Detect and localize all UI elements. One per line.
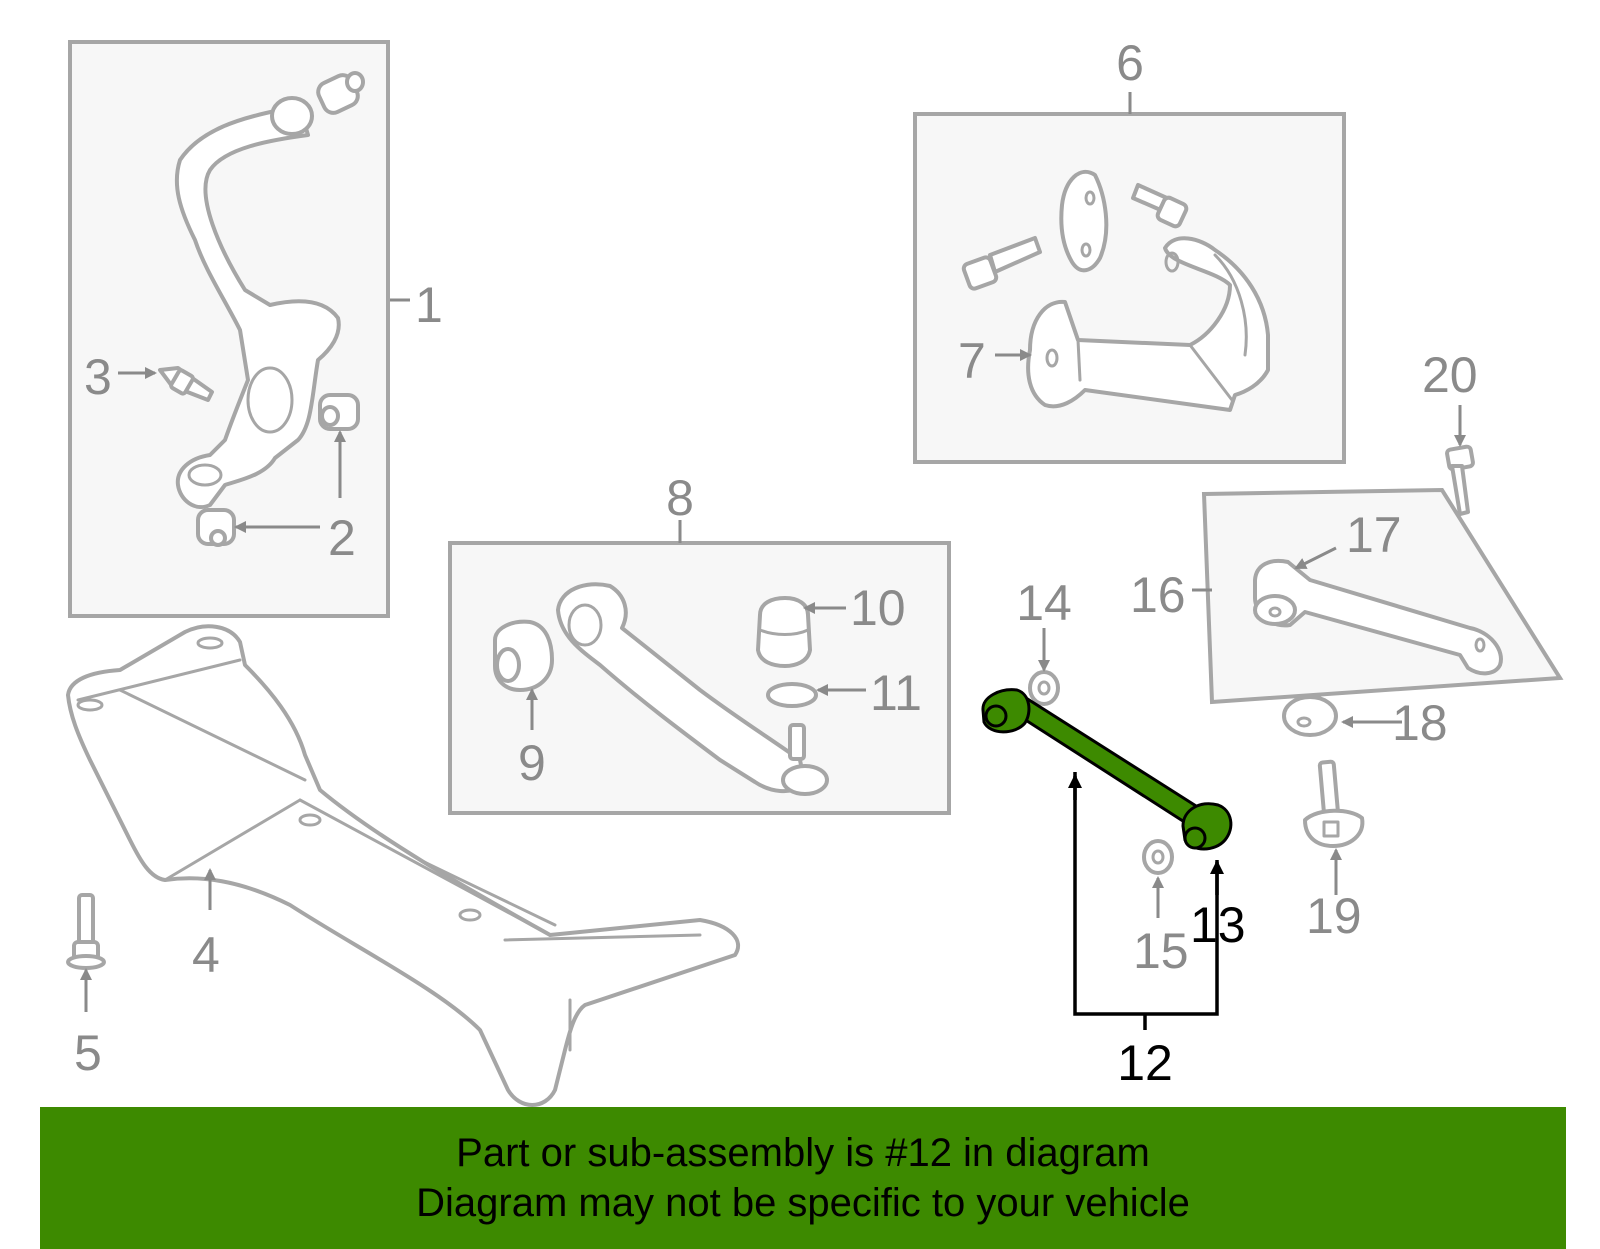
callout-8: 8 [666, 470, 694, 526]
callout-16: 16 [1130, 567, 1186, 623]
callout-labels: 1 2 3 4 5 6 7 8 9 10 11 12 13 14 15 16 1… [74, 35, 1478, 1091]
upper-arm-box [913, 112, 1346, 464]
callout-15: 15 [1133, 923, 1189, 979]
bushing-9 [493, 619, 554, 692]
callout-2: 2 [328, 510, 356, 566]
bushing-2-upper [318, 393, 360, 431]
info-banner: Part or sub-assembly is #12 in diagram D… [40, 1107, 1566, 1249]
callout-3: 3 [84, 349, 112, 405]
bushing-top [316, 71, 365, 115]
knuckle-upper-eye [270, 96, 314, 136]
trailing-arm-group [1192, 405, 1564, 895]
bushing-10 [756, 596, 812, 668]
callout-18: 18 [1392, 695, 1448, 751]
callout-19: 19 [1306, 888, 1362, 944]
banner-line-1: Part or sub-assembly is #12 in diagram [456, 1131, 1150, 1175]
bolt-3 [158, 366, 214, 402]
callout-6: 6 [1116, 35, 1144, 91]
callout-5: 5 [74, 1025, 102, 1081]
knuckle-lower-eye [187, 463, 223, 487]
callout-12: 12 [1117, 1035, 1173, 1091]
banner-line-2: Diagram may not be specific to your vehi… [416, 1181, 1190, 1225]
lateral-link-group [981, 628, 1233, 1030]
callout-7: 7 [958, 333, 986, 389]
callout-1: 1 [415, 277, 443, 333]
callout-9: 9 [518, 735, 546, 791]
knuckle-hub-bore [246, 366, 294, 434]
bolt-5 [66, 893, 106, 970]
crossmember-group [66, 624, 741, 1107]
ring-11 [766, 682, 818, 708]
knuckle-part [174, 106, 341, 509]
washer-14 [1028, 670, 1060, 706]
callout-20: 20 [1422, 347, 1478, 403]
lateral-link-rod[interactable] [1008, 696, 1217, 834]
callout-10: 10 [850, 580, 906, 636]
lower-arm-group [448, 520, 951, 815]
callout-17: 17 [1346, 507, 1402, 563]
knuckle-assembly-group [68, 40, 410, 618]
lower-arm-ball-joint [781, 723, 829, 796]
bolt-20 [1445, 444, 1475, 516]
upper-bolt-right [1131, 183, 1189, 229]
callout-11: 11 [870, 665, 922, 721]
bushing-2-lower [196, 508, 236, 547]
callout-4: 4 [192, 927, 220, 983]
callout-14: 14 [1016, 575, 1072, 631]
bolt-19 [1303, 759, 1365, 848]
callout-13: 13 [1190, 897, 1246, 953]
upper-bolt-left [961, 236, 1042, 291]
washer-15 [1142, 839, 1174, 875]
washer-18 [1282, 695, 1338, 737]
upper-arm-group [913, 92, 1346, 464]
